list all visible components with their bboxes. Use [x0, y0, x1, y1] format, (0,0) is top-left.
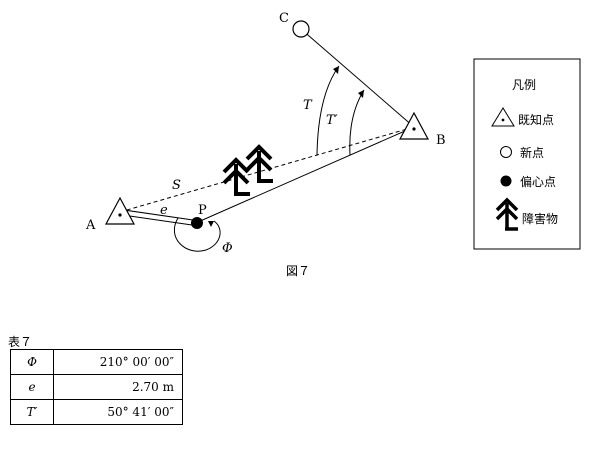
angle-t-arrowhead [333, 66, 339, 74]
angle-phi-arrowhead [208, 221, 214, 227]
point-p-marker [191, 217, 203, 229]
table-title: 表７ [8, 335, 33, 349]
line-a-b-dashed [119, 126, 415, 213]
legend-label-eccentric-point: 偏心点 [520, 174, 556, 189]
legend-title: 凡例 [512, 78, 536, 92]
table-cell-symbol: Φ [10, 349, 54, 375]
point-a-marker [104, 196, 136, 225]
angle-t-prime-arrowhead [358, 90, 364, 98]
label-point-p: P [198, 203, 207, 218]
angle-phi-arc [173, 217, 221, 252]
table-row: Φ 210° 00′ 00″ [10, 349, 183, 375]
open-circle-icon [500, 146, 512, 158]
table-row: T′ 50° 41′ 00″ [10, 399, 183, 425]
line-p-b [197, 126, 415, 223]
legend-label-new-point: 新点 [520, 145, 544, 160]
figure-caption: 図７ [286, 264, 311, 278]
label-t-prime: T′ [326, 113, 338, 128]
legend-label-obstacle: 障害物 [522, 211, 558, 226]
obstacle-tree-icon [222, 157, 250, 196]
legend-label-known-point: 既知点 [518, 113, 554, 127]
label-e: e [160, 203, 168, 218]
data-table: Φ 210° 00′ 00″ e 2.70 m T′ 50° 41′ 00″ [10, 349, 183, 425]
legend: 凡例 既知点 新点 偏心点 障害物 [473, 58, 581, 250]
line-a-p-upper [123, 209, 194, 221]
label-phi: Φ [222, 241, 233, 256]
label-point-c: C [279, 11, 289, 26]
table-cell-symbol: T′ [10, 399, 54, 425]
point-b-marker [398, 111, 430, 140]
point-c-marker [292, 20, 310, 38]
label-t: T [303, 98, 313, 113]
angle-t-arc [316, 65, 340, 156]
filled-circle-icon [500, 175, 512, 187]
table-cell-value: 210° 00′ 00″ [53, 349, 183, 375]
table-row: e 2.70 m [10, 374, 183, 400]
obstacle-tree-icon [245, 144, 273, 183]
survey-diagram: A B C P S T T′ e Φ 凡例 既知点 新点 偏心点 障害物 [85, 11, 581, 256]
label-point-b: B [436, 133, 446, 148]
table-cell-symbol: e [10, 374, 54, 400]
obstacle-tree-icon [495, 197, 519, 231]
triangle-dot-icon [491, 107, 515, 127]
line-b-c [300, 28, 415, 128]
label-point-a: A [85, 218, 96, 233]
line-a-p-lower [122, 214, 193, 226]
table-cell-value: 50° 41′ 00″ [53, 399, 183, 425]
label-s: S [172, 178, 181, 193]
table-cell-value: 2.70 m [53, 374, 183, 400]
